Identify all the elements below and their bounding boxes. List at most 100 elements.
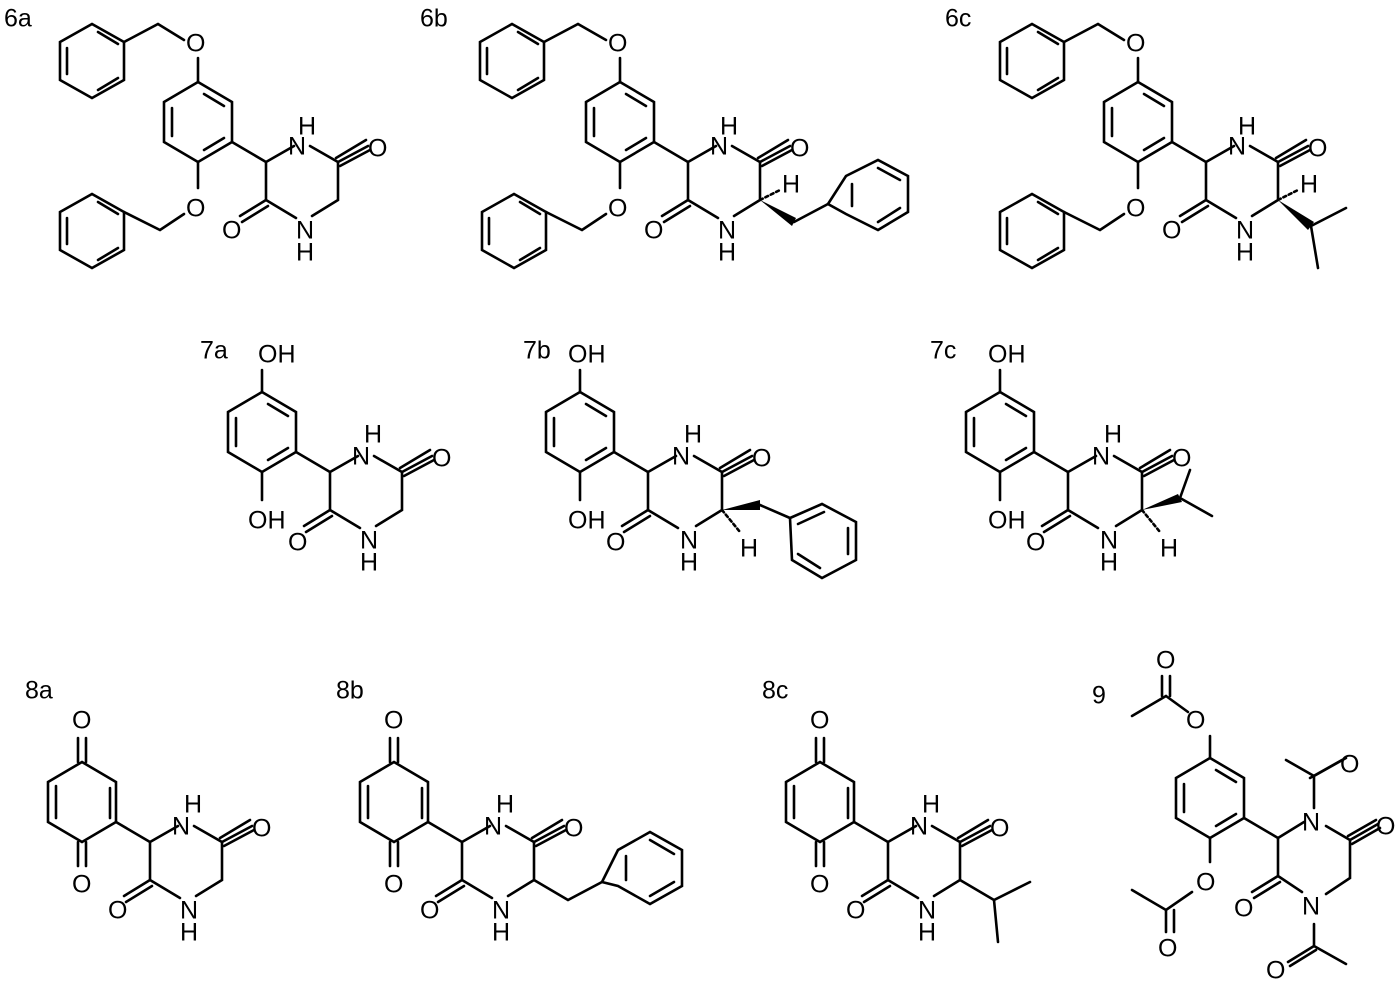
atom-o-6a-4: O bbox=[222, 217, 241, 245]
atom-o-7b-1: O bbox=[752, 445, 771, 473]
atom-o-8a-3: O bbox=[252, 815, 271, 843]
label-9: 9 bbox=[1092, 682, 1106, 710]
atom-h-6c: H bbox=[1300, 171, 1318, 199]
atom-o-7b-2: O bbox=[606, 529, 625, 557]
atom-o-6a-2: O bbox=[186, 195, 205, 223]
atom-o-7c-2: O bbox=[1026, 529, 1045, 557]
atom-o-7c-1: O bbox=[1172, 445, 1191, 473]
atom-nh-8b-2: H bbox=[492, 919, 510, 947]
atom-o-6c-3: O bbox=[1308, 135, 1327, 163]
atom-nh-7a-2: H bbox=[360, 549, 378, 577]
atom-o-6b-3: O bbox=[790, 135, 809, 163]
atom-n-6b-2: N bbox=[718, 217, 736, 245]
label-6a: 6a bbox=[4, 5, 32, 33]
label-7b: 7b bbox=[523, 337, 551, 365]
structure-8c: O O H N O N H O bbox=[784, 707, 1032, 947]
atom-o-7a-2: O bbox=[288, 529, 307, 557]
atom-n-8b-2: N bbox=[492, 897, 510, 925]
atom-h-7c: H bbox=[1160, 535, 1178, 563]
atom-nh-8a-1: H bbox=[184, 791, 202, 819]
atom-o-8b-4: O bbox=[420, 897, 439, 925]
atom-o-9-5: O bbox=[1340, 751, 1359, 779]
atom-n-6a-2: N bbox=[296, 217, 314, 245]
atom-o-6a-3: O bbox=[368, 135, 387, 163]
atom-o-8b-3: O bbox=[564, 815, 583, 843]
atom-n-6a-1: N bbox=[288, 133, 306, 161]
atom-nh-7b-2: H bbox=[680, 549, 698, 577]
atom-nh-7c-2: H bbox=[1100, 549, 1118, 577]
structure-7c: OH OH H N O N H O H bbox=[964, 341, 1214, 577]
atom-nh-8c-1: H bbox=[922, 791, 940, 819]
label-8c: 8c bbox=[762, 677, 788, 705]
structure-7a: OH OH H N O N H O bbox=[226, 341, 451, 577]
atom-o-9-1: O bbox=[1156, 647, 1175, 675]
atom-o-6c-4: O bbox=[1162, 217, 1181, 245]
atom-h-6b: H bbox=[782, 171, 800, 199]
atom-o-8a-4: O bbox=[108, 897, 127, 925]
atom-oh-7c-2: OH bbox=[988, 507, 1026, 535]
atom-o-6c-2: O bbox=[1126, 195, 1145, 223]
atom-oh-7b-1: OH bbox=[568, 341, 606, 369]
label-6b: 6b bbox=[420, 5, 448, 33]
atom-nh-8a-2: H bbox=[180, 919, 198, 947]
atom-nh-7c-1: H bbox=[1104, 421, 1122, 449]
label-8b: 8b bbox=[336, 677, 364, 705]
structure-7b: OH OH H N O N H O H bbox=[544, 341, 858, 580]
atom-n-7a-2: N bbox=[360, 527, 378, 555]
atom-o-6b-4: O bbox=[644, 217, 663, 245]
atom-nh-8b-1: H bbox=[496, 791, 514, 819]
atom-n-9-1: N bbox=[1302, 809, 1320, 837]
atom-o-7a-1: O bbox=[432, 445, 451, 473]
label-7a: 7a bbox=[200, 337, 228, 365]
atom-n-8b-1: N bbox=[484, 813, 502, 841]
atom-o-8a-1: O bbox=[72, 707, 91, 735]
atom-o-9-6: O bbox=[1376, 813, 1395, 841]
structure-8b: O O H N O N H O bbox=[358, 707, 684, 947]
atom-o-6b-2: O bbox=[608, 195, 627, 223]
atom-n-8a-2: N bbox=[180, 897, 198, 925]
atom-nh-6a-2: H bbox=[296, 239, 314, 267]
atom-o-8c-4: O bbox=[846, 897, 865, 925]
atom-nh-6b-1: H bbox=[720, 113, 738, 141]
atom-o-8c-3: O bbox=[990, 815, 1009, 843]
atom-nh-7b-1: H bbox=[684, 421, 702, 449]
atom-n-8c-2: N bbox=[918, 897, 936, 925]
atom-nh-6a-1: H bbox=[298, 113, 316, 141]
atom-oh-7a-2: OH bbox=[248, 507, 286, 535]
structure-9: O O O O N O O N O O bbox=[1130, 647, 1395, 985]
atom-n-7c-2: N bbox=[1100, 527, 1118, 555]
atom-o-8c-2: O bbox=[810, 871, 829, 899]
label-8a: 8a bbox=[25, 677, 53, 705]
atom-n-7b-1: N bbox=[672, 443, 690, 471]
atom-nh-6b-2: H bbox=[718, 239, 736, 267]
atom-n-6c-1: N bbox=[1228, 133, 1246, 161]
label-6c: 6c bbox=[945, 5, 971, 33]
atom-n-7c-1: N bbox=[1092, 443, 1110, 471]
atom-n-6b-1: N bbox=[710, 133, 728, 161]
atom-oh-7b-2: OH bbox=[568, 507, 606, 535]
atom-n-8a-1: N bbox=[172, 813, 190, 841]
atom-o-6c-1: O bbox=[1126, 30, 1145, 58]
atom-n-7b-2: N bbox=[680, 527, 698, 555]
atom-h-7b: H bbox=[740, 535, 758, 563]
atom-nh-8c-2: H bbox=[918, 919, 936, 947]
atom-o-9-7: O bbox=[1234, 895, 1253, 923]
structure-8a: O O H N O N H O bbox=[46, 707, 271, 947]
atom-o-9-2: O bbox=[1186, 707, 1205, 735]
atom-o-9-8: O bbox=[1266, 957, 1285, 985]
atom-o-8b-1: O bbox=[384, 707, 403, 735]
atom-nh-7a-1: H bbox=[364, 421, 382, 449]
atom-o-8c-1: O bbox=[810, 707, 829, 735]
atom-o-8a-2: O bbox=[72, 871, 91, 899]
atom-nh-6c-1: H bbox=[1238, 113, 1256, 141]
atom-oh-7a-1: OH bbox=[258, 341, 296, 369]
atom-n-8c-1: N bbox=[910, 813, 928, 841]
structure-6a: O O H N O N H O bbox=[58, 22, 387, 270]
structure-6b: O O H N O N H O H bbox=[478, 22, 910, 270]
atom-oh-7c-1: OH bbox=[988, 341, 1026, 369]
atom-o-9-4: O bbox=[1158, 935, 1177, 963]
atom-o-6b-1: O bbox=[608, 30, 627, 58]
atom-n-7a-1: N bbox=[352, 443, 370, 471]
